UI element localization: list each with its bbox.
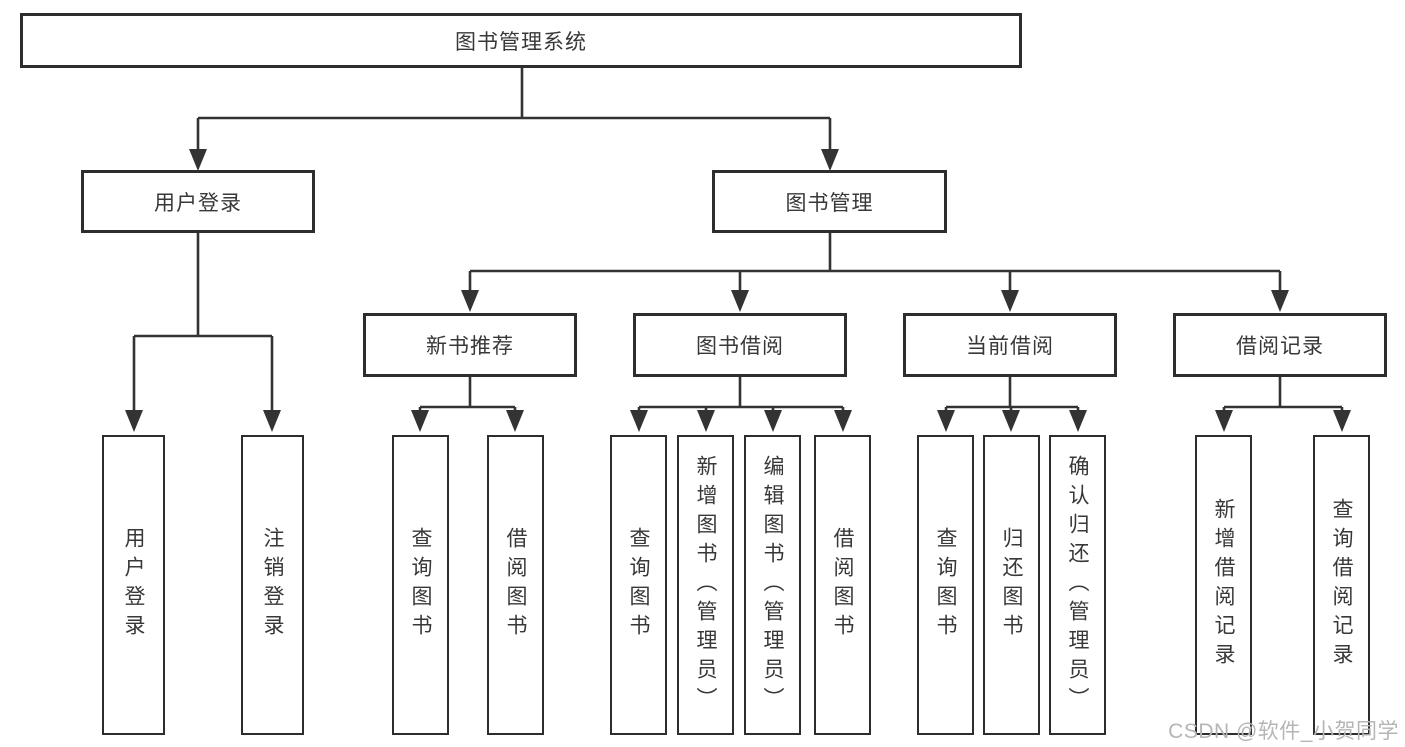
leaf-borrow-books-1-label: 借阅图书 [504,527,527,643]
leaf-borrow-books-2: 借阅图书 [814,435,871,735]
leaf-edit-books-admin: 编辑图书（管理员） [744,435,801,735]
leaf-return-books-label: 归还图书 [1000,527,1023,643]
node-user-login: 用户登录 [81,170,315,233]
leaf-return-books: 归还图书 [983,435,1040,735]
node-current-borrowing: 当前借阅 [903,313,1117,377]
leaf-borrow-books-2-label: 借阅图书 [831,527,854,643]
node-new-book-recommend-label: 新书推荐 [426,335,514,358]
node-root: 图书管理系统 [20,13,1022,68]
leaf-query-books-3-label: 查询图书 [934,527,957,643]
node-book-borrowing: 图书借阅 [633,313,847,377]
node-book-management-label: 图书管理 [785,191,874,215]
csdn-watermark: CSDN @软件_小贺同学 [1168,720,1399,743]
node-current-borrowing-label: 当前借阅 [966,335,1054,358]
leaf-query-books-3: 查询图书 [917,435,974,735]
leaf-add-borrow-record: 新增借阅记录 [1195,435,1252,735]
node-user-login-label: 用户登录 [154,191,242,215]
leaf-borrow-books-1: 借阅图书 [487,435,544,735]
arrowheads [125,149,1351,432]
leaf-confirm-return-admin: 确认归还（管理员） [1049,435,1106,735]
leaf-query-borrow-record: 查询借阅记录 [1313,435,1370,735]
leaf-add-borrow-record-label: 新增借阅记录 [1212,498,1235,672]
leaf-query-books-2: 查询图书 [610,435,667,735]
node-root-label: 图书管理系统 [455,30,587,54]
node-new-book-recommend: 新书推荐 [363,313,577,377]
node-borrowing-records: 借阅记录 [1173,313,1387,377]
leaf-edit-books-admin-label: 编辑图书（管理员） [761,454,784,716]
leaf-logout-label: 注销登录 [261,527,284,643]
leaf-confirm-return-admin-label: 确认归还（管理员） [1066,454,1089,716]
leaf-add-books-admin-label: 新增图书（管理员） [694,454,717,716]
leaf-query-books-1-label: 查询图书 [409,527,432,643]
leaf-logout: 注销登录 [241,435,304,735]
leaf-query-books-1: 查询图书 [392,435,449,735]
leaf-add-books-admin: 新增图书（管理员） [677,435,734,735]
leaf-user-login: 用户登录 [102,435,165,735]
node-book-management: 图书管理 [712,170,947,233]
leaf-query-books-2-label: 查询图书 [627,527,650,643]
leaf-query-borrow-record-label: 查询借阅记录 [1330,498,1353,672]
leaf-user-login-label: 用户登录 [122,527,145,643]
node-borrowing-records-label: 借阅记录 [1236,335,1324,358]
node-book-borrowing-label: 图书借阅 [696,335,784,358]
